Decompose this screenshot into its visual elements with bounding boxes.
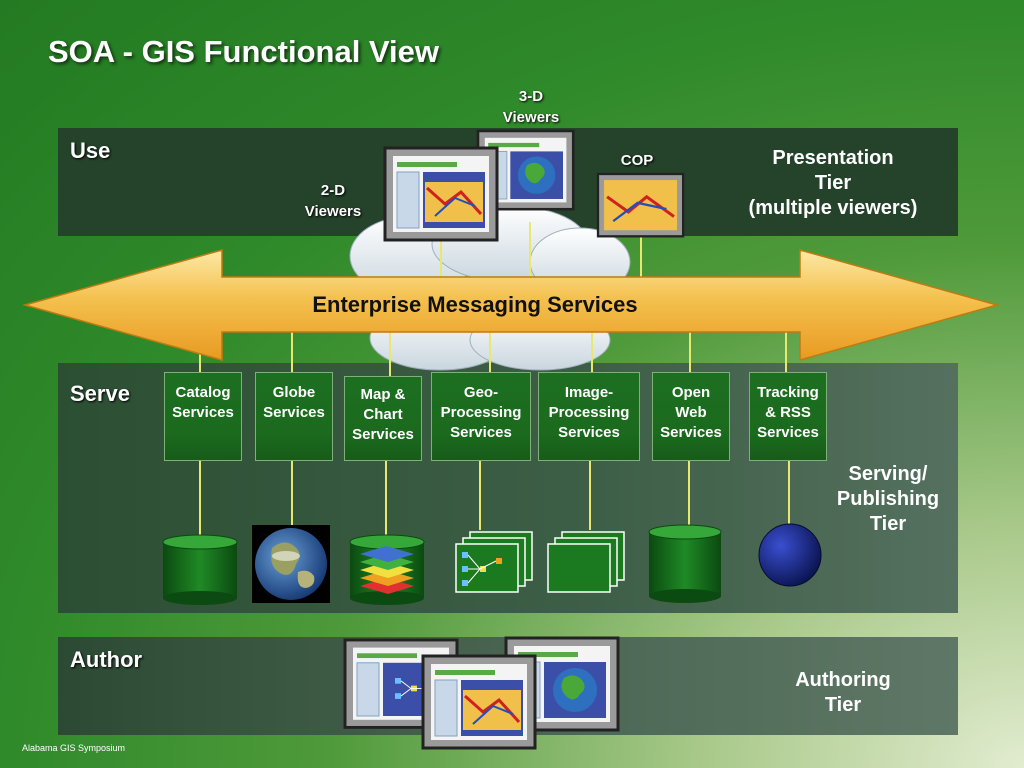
use-label: Use	[70, 138, 111, 163]
2d-viewers-label: 2-D Viewers	[298, 180, 368, 222]
service-line: Web	[675, 404, 707, 421]
service-line: Services	[172, 404, 234, 421]
footer-text: Alabama GIS Symposium	[22, 743, 126, 753]
service-line: Open	[671, 384, 711, 401]
service-line: Image-	[564, 384, 614, 401]
author-globe-screen-icon	[504, 636, 620, 732]
service-line: Processing	[440, 404, 522, 421]
service-line: Tracking	[757, 384, 819, 401]
service-line: Processing	[548, 404, 630, 421]
service-line: Catalog	[175, 384, 231, 401]
service-connectors	[199, 330, 790, 535]
service-line: Services	[450, 424, 512, 441]
authoring-tier-line-2: Tier	[824, 694, 862, 716]
cop-screen-icon	[596, 172, 685, 238]
service-line: & RSS	[765, 404, 811, 421]
tracking-rss-services-box: Tracking & RSS Services	[749, 372, 827, 461]
database-icon	[162, 534, 238, 605]
service-line: Services	[263, 404, 325, 421]
author-map-screen-icon	[421, 654, 537, 750]
service-line: Chart	[363, 406, 403, 423]
3d-viewer-screen-icon	[476, 129, 575, 211]
3d-viewers-line-1: 3-D	[518, 88, 544, 105]
service-line: Globe	[272, 384, 316, 401]
viewer-connectors	[440, 222, 642, 278]
presentation-tier-line-1: Presentation	[772, 147, 894, 169]
globe-services-box: Globe Services	[255, 372, 333, 461]
authoring-tier-label: Authoring Tier	[768, 668, 918, 718]
database-icon	[648, 524, 722, 603]
catalog-services-box: Catalog Services	[164, 372, 242, 461]
open-web-services-box: Open Web Services	[652, 372, 730, 461]
enterprise-messaging-arrow	[22, 249, 1000, 361]
serve-label: Serve	[70, 381, 130, 406]
presentation-tier-label: Presentation Tier (multiple viewers)	[728, 146, 938, 221]
2d-viewer-screen-icon	[383, 146, 499, 242]
model-documents-icon	[455, 531, 533, 593]
serving-publishing-tier-label: Serving/ Publishing Tier	[818, 462, 958, 537]
documents-icon	[547, 531, 625, 593]
map-chart-services-box: Map & Chart Services	[344, 376, 422, 461]
service-line: Map &	[360, 386, 406, 403]
presentation-tier-line-2: Tier	[814, 172, 852, 194]
earth-globe-icon	[252, 525, 330, 603]
geo-processing-services-box: Geo- Processing Services	[431, 372, 531, 461]
enterprise-messaging-label: Enterprise Messaging Services	[312, 292, 638, 317]
2d-viewers-line-1: 2-D	[320, 182, 346, 199]
map-layers-icon	[349, 534, 425, 605]
service-line: Geo-	[463, 384, 499, 401]
service-line: Services	[660, 424, 722, 441]
service-line: Services	[757, 424, 819, 441]
service-line: Services	[352, 426, 414, 443]
3d-viewers-label: 3-D Viewers	[496, 86, 566, 128]
3d-viewers-line-2: Viewers	[502, 109, 560, 126]
presentation-tier-line-3: (multiple viewers)	[748, 197, 918, 219]
serving-tier-line-3: Tier	[869, 513, 907, 535]
2d-viewers-line-2: Viewers	[304, 203, 362, 220]
service-line: Services	[558, 424, 620, 441]
image-processing-services-box: Image- Processing Services	[538, 372, 640, 461]
author-label: Author	[70, 647, 143, 672]
cop-label: COP	[620, 152, 654, 169]
authoring-tier-line-1: Authoring	[795, 669, 891, 691]
page-title: SOA - GIS Functional View	[48, 34, 439, 69]
sphere-icon	[758, 523, 822, 587]
serving-tier-line-2: Publishing	[836, 488, 940, 510]
serving-tier-line-1: Serving/	[848, 463, 928, 485]
